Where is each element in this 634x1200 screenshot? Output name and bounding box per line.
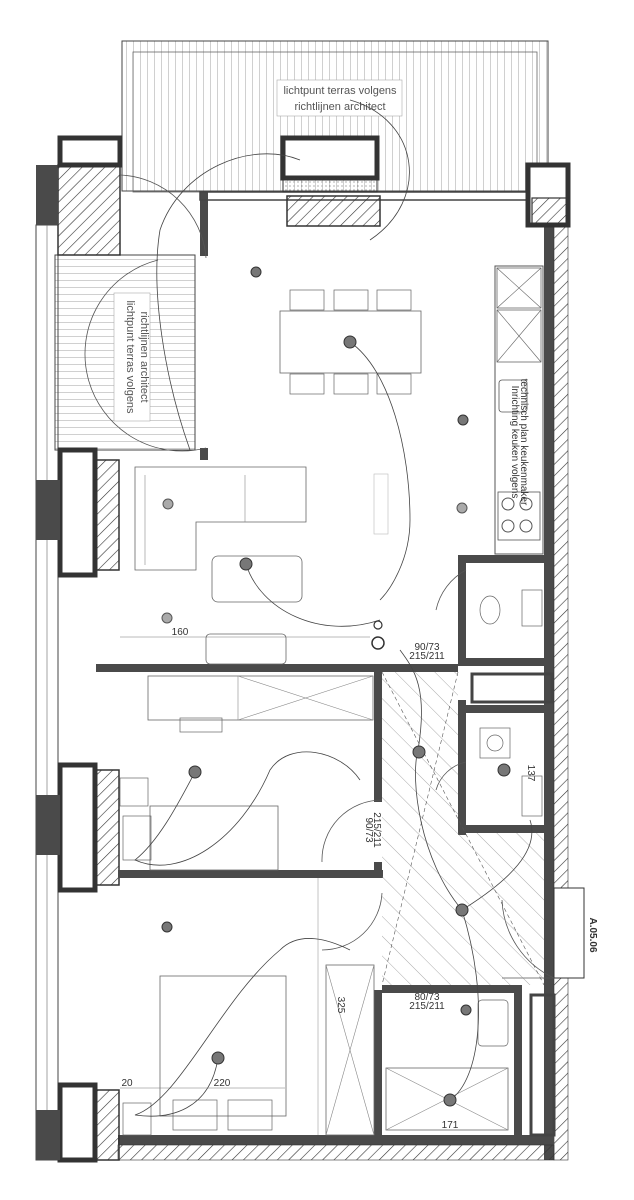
- lightpoint-icon: [457, 414, 469, 426]
- kitchen: Inrichting keuken volgens technisch plan…: [494, 265, 544, 555]
- lightpoint-icon: [239, 557, 253, 571]
- balcony-note-line2: richtlijnen architect: [138, 311, 150, 402]
- interior-walls: [96, 555, 556, 1140]
- lightpoint-icon: [250, 266, 262, 278]
- dim-171: 171: [442, 1120, 459, 1131]
- dim-325: 325: [335, 997, 346, 1014]
- toilet-room: [435, 563, 544, 658]
- dim-20: 20: [121, 1078, 133, 1089]
- lightpoint-icon: [162, 498, 174, 510]
- lightpoint-icon: [161, 921, 173, 933]
- terrace-note-line1: lichtpunt terras volgens: [283, 85, 397, 97]
- lightpoint-icon: [497, 763, 511, 777]
- unit-code: A.05.06: [587, 917, 598, 952]
- door-tag-6: 215/211: [409, 1001, 445, 1012]
- lightpoint-icon: [211, 1051, 225, 1065]
- door-tags: 90/73 215/211 90/73 215/211 80/73 215/21…: [363, 642, 445, 1012]
- door-tag-2: 215/211: [409, 651, 445, 662]
- socket-icon: [373, 620, 383, 630]
- door-tag-3: 90/73: [363, 817, 374, 842]
- terrace-left: lichtpunt terras volgens richtlijnen arc…: [54, 254, 196, 451]
- lightpoint-icon: [412, 745, 426, 759]
- lightpoint-icon: [188, 765, 202, 779]
- door-tag-5: 80/73: [414, 992, 439, 1003]
- balcony-note-line1: lichtpunt terras volgens: [124, 300, 136, 414]
- lightpoint-icon: [343, 335, 357, 349]
- door-tag-4: 215/211: [371, 812, 382, 848]
- bathroom-bottom: 171: [382, 993, 514, 1135]
- lightpoint-icon: [455, 903, 469, 917]
- switch-icon: [371, 636, 385, 650]
- dim-160: 160: [172, 627, 189, 638]
- dim-220: 220: [214, 1078, 231, 1089]
- lightpoint-icon: [161, 612, 173, 624]
- lightpoint-icon: [460, 1004, 472, 1016]
- kitchen-note-line2: technisch plan keukenmaker: [518, 379, 529, 506]
- dining-area: [279, 289, 422, 395]
- entrance-door: A.05.06: [501, 887, 598, 979]
- lightpoint-icon: [456, 502, 468, 514]
- dim-137: 137: [525, 765, 536, 782]
- lightpoint-icon: [443, 1093, 457, 1107]
- kitchen-note-line1: Inrichting keuken volgens: [509, 386, 520, 499]
- living-area: 160: [120, 466, 389, 665]
- door-tag-1: 90/73: [414, 642, 439, 653]
- bedroom-2: [119, 675, 383, 871]
- light-points: [161, 266, 511, 1107]
- terrace-doors: [84, 174, 207, 452]
- terrace-note-line2: richtlijnen architect: [294, 101, 385, 113]
- columns: [36, 135, 571, 1163]
- bedroom-1: 325 220 20: [120, 878, 383, 1136]
